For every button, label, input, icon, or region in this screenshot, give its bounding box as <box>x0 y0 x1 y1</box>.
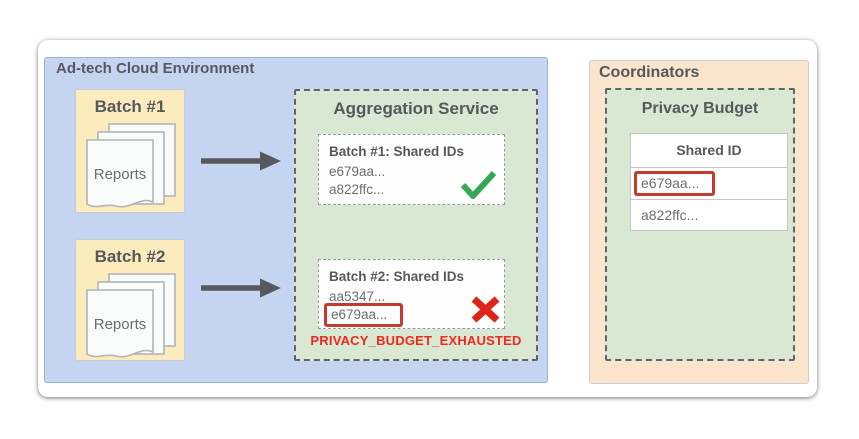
shared-id-table-header: Shared ID <box>631 134 787 168</box>
exhausted-id-highlight-box: e679aa... <box>634 171 716 196</box>
reports-stack-icon: Reports <box>86 273 176 358</box>
shared-id-value: aa5347... <box>329 289 386 304</box>
table-row: e679aa... <box>631 168 787 199</box>
exhausted-id-highlight-box: e679aa... <box>324 303 404 327</box>
flow-arrow-batch1-icon <box>201 151 281 171</box>
checkmark-icon <box>460 170 497 199</box>
reports-stack-icon: Reports <box>86 123 176 208</box>
batch-1-label: Batch #1 <box>94 97 166 116</box>
coordinators-title: Coordinators <box>599 64 700 81</box>
flow-arrow-batch2-icon <box>201 278 281 298</box>
reports-doc-label: Reports <box>94 166 147 183</box>
batch-1-box: Batch #1 Reports <box>75 89 185 213</box>
batch-2-box: Batch #2 Reports <box>75 239 185 361</box>
privacy-budget-exhausted-label: PRIVACY_BUDGET_EXHAUSTED <box>310 333 522 348</box>
batch-2-label: Batch #2 <box>94 247 166 266</box>
adtech-environment-title: Ad-tech Cloud Environment <box>56 60 255 77</box>
batch-1-result-title: Batch #1: Shared IDs <box>329 144 465 159</box>
shared-id-table: Shared ID e679aa... a822ffc... <box>630 133 788 231</box>
privacy-budget-title: Privacy Budget <box>641 100 759 117</box>
batch-2-result-title: Batch #2: Shared IDs <box>329 269 465 284</box>
batch-2-result-box: Batch #2: Shared IDs aa5347... e679aa... <box>318 259 505 329</box>
x-mark-icon <box>471 296 500 323</box>
table-row: a822ffc... <box>631 199 787 230</box>
shared-id-value: a822ffc... <box>329 182 385 197</box>
report-page-front <box>86 289 154 358</box>
batch-1-result-box: Batch #1: Shared IDs e679aa... a822ffc..… <box>318 134 505 205</box>
reports-doc-label: Reports <box>94 316 147 333</box>
report-page-front <box>86 139 154 208</box>
shared-id-value: e679aa... <box>329 164 386 179</box>
aggregation-service-title: Aggregation Service <box>333 99 499 118</box>
